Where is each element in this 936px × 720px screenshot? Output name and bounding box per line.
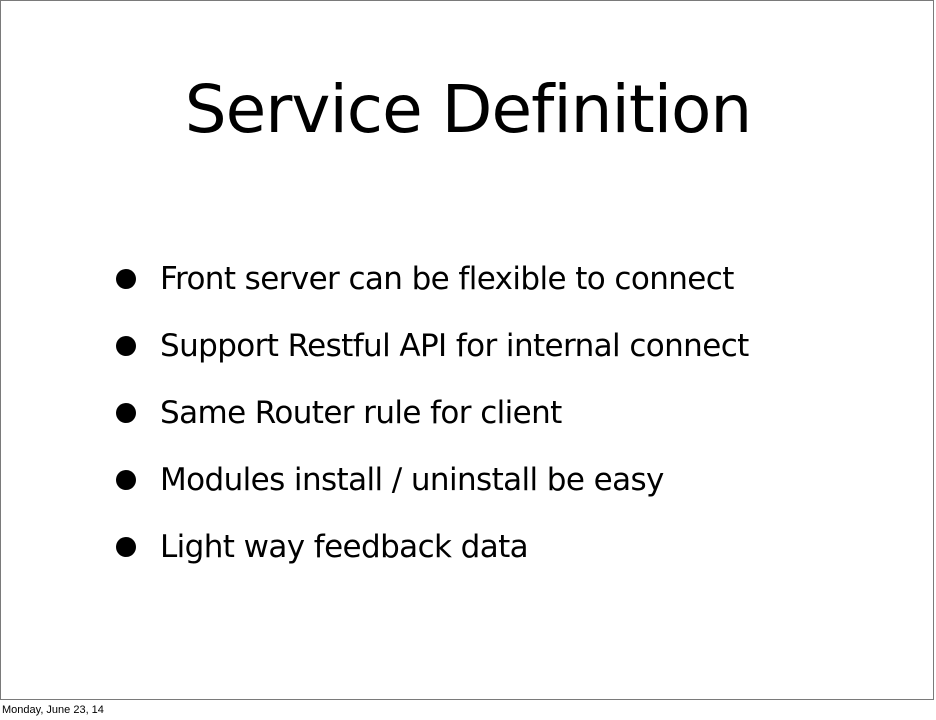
bullet-item: Support Restful API for internal connect (116, 312, 749, 379)
bullet-dot-icon (116, 268, 136, 289)
slide-title: Service Definition (184, 71, 753, 148)
slide: Service Definition Front server can be f… (0, 0, 934, 700)
bullet-dot-icon (116, 469, 136, 490)
bullet-item: Front server can be flexible to connect (116, 245, 749, 312)
bullet-text: Support Restful API for internal connect (160, 327, 749, 364)
bullet-text: Same Router rule for client (160, 394, 562, 431)
bullet-text: Front server can be flexible to connect (160, 260, 734, 297)
bullet-dot-icon (116, 335, 136, 356)
bullet-text: Light way feedback data (160, 528, 529, 565)
bullet-dot-icon (116, 536, 136, 557)
bullet-list: Front server can be flexible to connect … (116, 245, 749, 580)
bullet-item: Same Router rule for client (116, 379, 749, 446)
bullet-item: Modules install / uninstall be easy (116, 446, 749, 513)
footer-date: Monday, June 23, 14 (2, 704, 104, 716)
bullet-text: Modules install / uninstall be easy (160, 461, 664, 498)
bullet-dot-icon (116, 402, 136, 423)
bullet-item: Light way feedback data (116, 513, 749, 580)
